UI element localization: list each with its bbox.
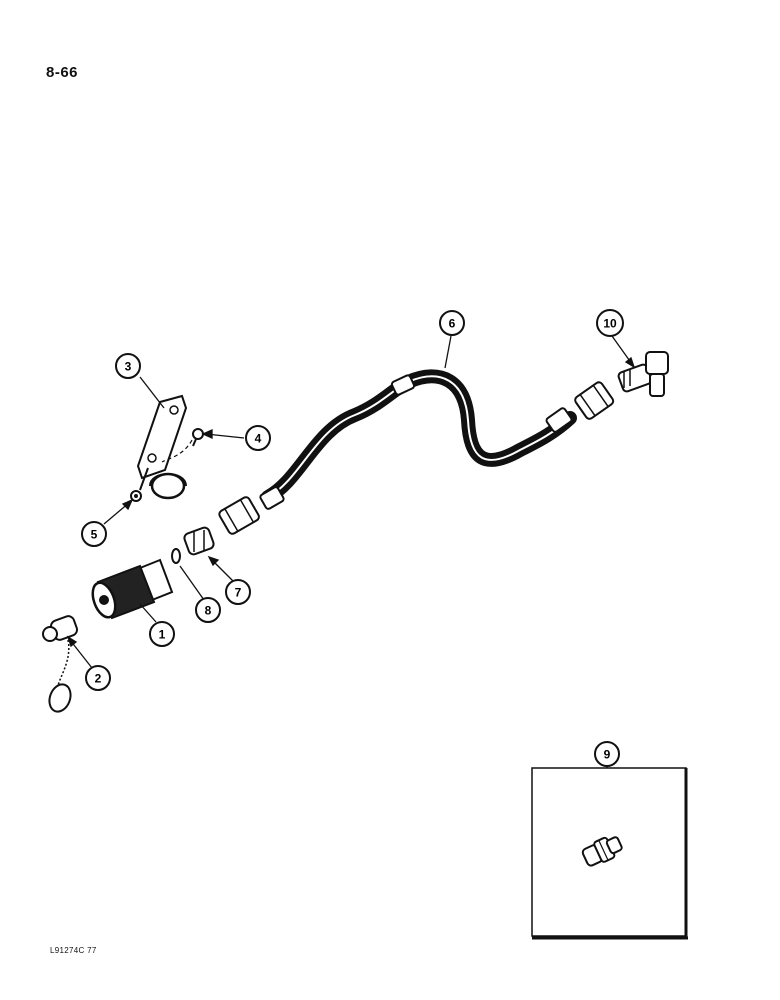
svg-text:6: 6 [449, 317, 456, 331]
leader-lines [66, 335, 636, 768]
callout-4: 4 [245, 425, 271, 451]
svg-text:3: 3 [125, 360, 132, 374]
callout-6: 6 [439, 310, 465, 336]
hose-assembly [218, 369, 615, 535]
callout-2: 2 [85, 665, 111, 691]
svg-text:9: 9 [604, 748, 611, 762]
callout-5: 5 [81, 521, 107, 547]
svg-text:1: 1 [159, 628, 166, 642]
svg-text:4: 4 [255, 432, 262, 446]
callout-7: 7 [225, 579, 251, 605]
nut [130, 490, 142, 502]
svg-text:7: 7 [235, 586, 242, 600]
inset-detail-box [531, 767, 688, 940]
svg-text:10: 10 [603, 317, 617, 331]
dust-cap [42, 615, 79, 713]
screw [192, 428, 204, 447]
adapter [183, 526, 215, 556]
coupler [91, 558, 174, 620]
svg-text:8: 8 [205, 604, 212, 618]
o-ring [171, 548, 181, 564]
callout-10: 10 [596, 309, 624, 337]
callout-9: 9 [594, 741, 620, 767]
svg-text:2: 2 [95, 672, 102, 686]
svg-text:5: 5 [91, 528, 98, 542]
page-number: 8-66 [46, 64, 79, 81]
fitting-detail [581, 836, 623, 867]
mounting-bracket [136, 394, 193, 500]
callout-8: 8 [195, 597, 221, 623]
tee-fitting [617, 351, 669, 397]
callout-1: 1 [149, 621, 175, 647]
figure-reference-code: L91274C 77 [50, 946, 97, 955]
callout-3: 3 [115, 353, 141, 379]
